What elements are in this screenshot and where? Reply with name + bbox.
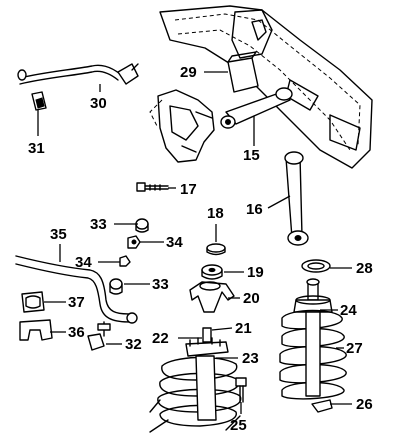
part-17-bolt — [136, 182, 169, 192]
callout-29: 29 — [180, 64, 197, 81]
callout-22: 22 — [152, 330, 169, 347]
part-31-bracket — [31, 91, 47, 111]
callout-16: 16 — [246, 201, 263, 218]
part-26-bracket — [311, 399, 333, 413]
part-28-spring-isolator — [301, 259, 331, 273]
callout-32: 32 — [125, 336, 142, 353]
part-24-shock-absorber — [293, 278, 333, 313]
callout-17: 17 — [180, 181, 197, 198]
callout-18: 18 — [207, 205, 224, 222]
part-36-bracket — [19, 319, 53, 341]
callout-34-upper: 34 — [166, 234, 183, 251]
callout-19: 19 — [247, 264, 264, 281]
leader-lines — [37, 71, 352, 414]
part-37-bushing — [21, 291, 45, 313]
part-16-link — [284, 151, 309, 246]
callout-27: 27 — [346, 340, 363, 357]
callout-30: 30 — [90, 95, 107, 112]
part-21-stud — [202, 327, 212, 343]
callout-26: 26 — [356, 396, 373, 413]
callout-21: 21 — [235, 320, 252, 337]
part-18-insulator — [206, 243, 226, 256]
part-34-nut-upper — [127, 235, 141, 249]
frame-crossmember — [159, 5, 373, 169]
callout-33-lower: 33 — [152, 276, 169, 293]
steering-knuckle — [149, 89, 215, 163]
part-30-sway-bar-link — [17, 63, 139, 85]
part-35-stabilizer-bar — [15, 255, 138, 324]
part-20-mount — [189, 281, 235, 313]
callout-labels: 29 15 16 17 18 19 20 21 22 23 25 26 27 2… — [28, 64, 373, 434]
part-33-bushing-upper — [135, 218, 149, 233]
callout-24: 24 — [340, 302, 357, 319]
callout-31: 31 — [28, 140, 45, 157]
callout-35: 35 — [50, 226, 67, 243]
part-23-strut-assembly — [149, 337, 242, 433]
part-19-seat — [201, 264, 223, 280]
callout-28: 28 — [356, 260, 373, 277]
part-33-bushing-lower — [109, 278, 123, 295]
callout-23: 23 — [242, 350, 259, 367]
part-25-bolt — [235, 377, 247, 403]
callout-33-upper: 33 — [90, 216, 107, 233]
part-32-link-end — [87, 321, 111, 351]
part-34-nut-lower — [119, 255, 131, 267]
callout-34-lower: 34 — [75, 254, 92, 271]
part-15-control-arm — [220, 87, 293, 129]
callout-25: 25 — [230, 417, 247, 434]
part-29-bump-stop — [227, 51, 259, 93]
callout-15: 15 — [243, 147, 260, 164]
part-27-coil-spring — [279, 309, 347, 400]
callout-20: 20 — [243, 290, 260, 307]
callout-36: 36 — [68, 324, 85, 341]
callout-37: 37 — [68, 294, 85, 311]
